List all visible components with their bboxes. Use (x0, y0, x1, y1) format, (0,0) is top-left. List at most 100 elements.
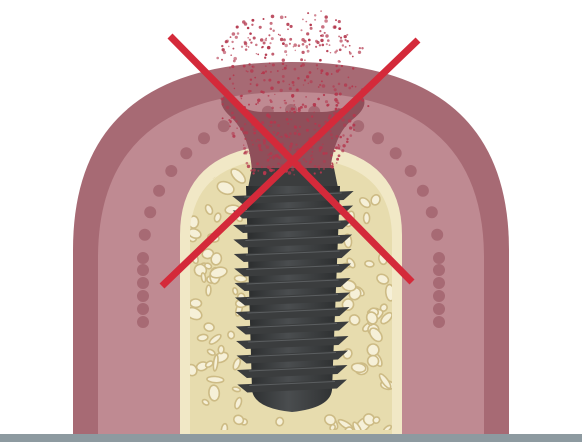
particle (230, 121, 232, 123)
particle (325, 34, 328, 37)
particle (257, 170, 259, 172)
gingiva-ridge (153, 185, 165, 197)
particle (293, 174, 295, 176)
particle (282, 59, 285, 62)
particle (324, 32, 326, 34)
particle (279, 34, 281, 36)
particle (270, 125, 272, 127)
particle (329, 130, 331, 132)
particle (258, 144, 262, 148)
particle (293, 100, 295, 102)
gingiva-ridge (417, 185, 429, 197)
particle (270, 28, 273, 31)
particle (352, 67, 354, 69)
particle (271, 53, 274, 56)
particle (329, 44, 331, 46)
gingiva-ridge (405, 165, 417, 177)
gingiva-ridge (218, 120, 230, 132)
particle (248, 46, 249, 47)
particle (265, 54, 268, 57)
particle (331, 137, 333, 139)
particle (326, 43, 328, 45)
particle (285, 65, 287, 67)
particle (273, 169, 275, 171)
particle (247, 165, 250, 168)
particle (221, 103, 224, 106)
particle (297, 130, 299, 132)
gingiva-ridge (137, 264, 149, 276)
particle (256, 84, 258, 86)
particle (268, 154, 270, 156)
gingiva-ridge (372, 132, 384, 144)
particle (320, 72, 322, 74)
particle (298, 133, 301, 136)
particle (284, 67, 287, 70)
particle (336, 158, 339, 161)
particle (253, 132, 256, 135)
particle (263, 171, 267, 175)
particle (335, 100, 338, 103)
particle (261, 149, 263, 151)
particle (261, 46, 263, 48)
particle (280, 107, 282, 109)
particle (254, 77, 256, 79)
particle (284, 44, 287, 47)
particle (358, 51, 361, 54)
particle (338, 27, 341, 30)
particle (333, 150, 335, 152)
particle (295, 144, 297, 146)
particle (348, 87, 351, 90)
particle (352, 124, 355, 127)
particle (350, 134, 353, 137)
particle (274, 94, 275, 95)
particle (248, 90, 251, 93)
particle (306, 32, 309, 35)
particle (308, 83, 310, 85)
particle (222, 117, 224, 119)
particle (330, 133, 333, 136)
gingiva-ridge (165, 165, 177, 177)
particle (306, 75, 309, 78)
particle (338, 108, 340, 110)
particle (291, 94, 294, 97)
gingiva-ridge (137, 303, 149, 315)
particle (296, 88, 299, 91)
bone-pore (218, 345, 224, 353)
particle (302, 103, 304, 105)
particle (294, 125, 296, 127)
gingiva-ridge (431, 229, 443, 241)
particle (247, 27, 250, 30)
particle (308, 39, 311, 42)
particle (324, 19, 328, 23)
particle (349, 52, 352, 55)
particle (311, 147, 313, 149)
particle (252, 172, 254, 174)
particle (255, 103, 257, 105)
particle (344, 83, 347, 86)
particle (342, 144, 345, 147)
particle (257, 102, 259, 104)
bone-pore (208, 385, 220, 401)
particle (233, 60, 236, 63)
particle (305, 96, 307, 98)
particle (246, 45, 248, 47)
particle (291, 168, 294, 171)
gingiva-ridge (180, 147, 192, 159)
particle (232, 135, 235, 138)
particle (353, 114, 356, 117)
particle (248, 63, 250, 65)
particle (323, 168, 325, 170)
particle (222, 48, 225, 51)
particle (293, 43, 297, 47)
gingiva-ridge (433, 252, 445, 264)
particle (277, 70, 279, 72)
particle (246, 70, 247, 71)
particle (280, 15, 284, 19)
gingiva-ridge (144, 206, 156, 218)
particle (346, 34, 348, 36)
particle (314, 165, 316, 167)
particle (252, 168, 255, 171)
gingiva-ridge (137, 252, 149, 264)
particle (241, 98, 243, 100)
particle (341, 149, 344, 152)
